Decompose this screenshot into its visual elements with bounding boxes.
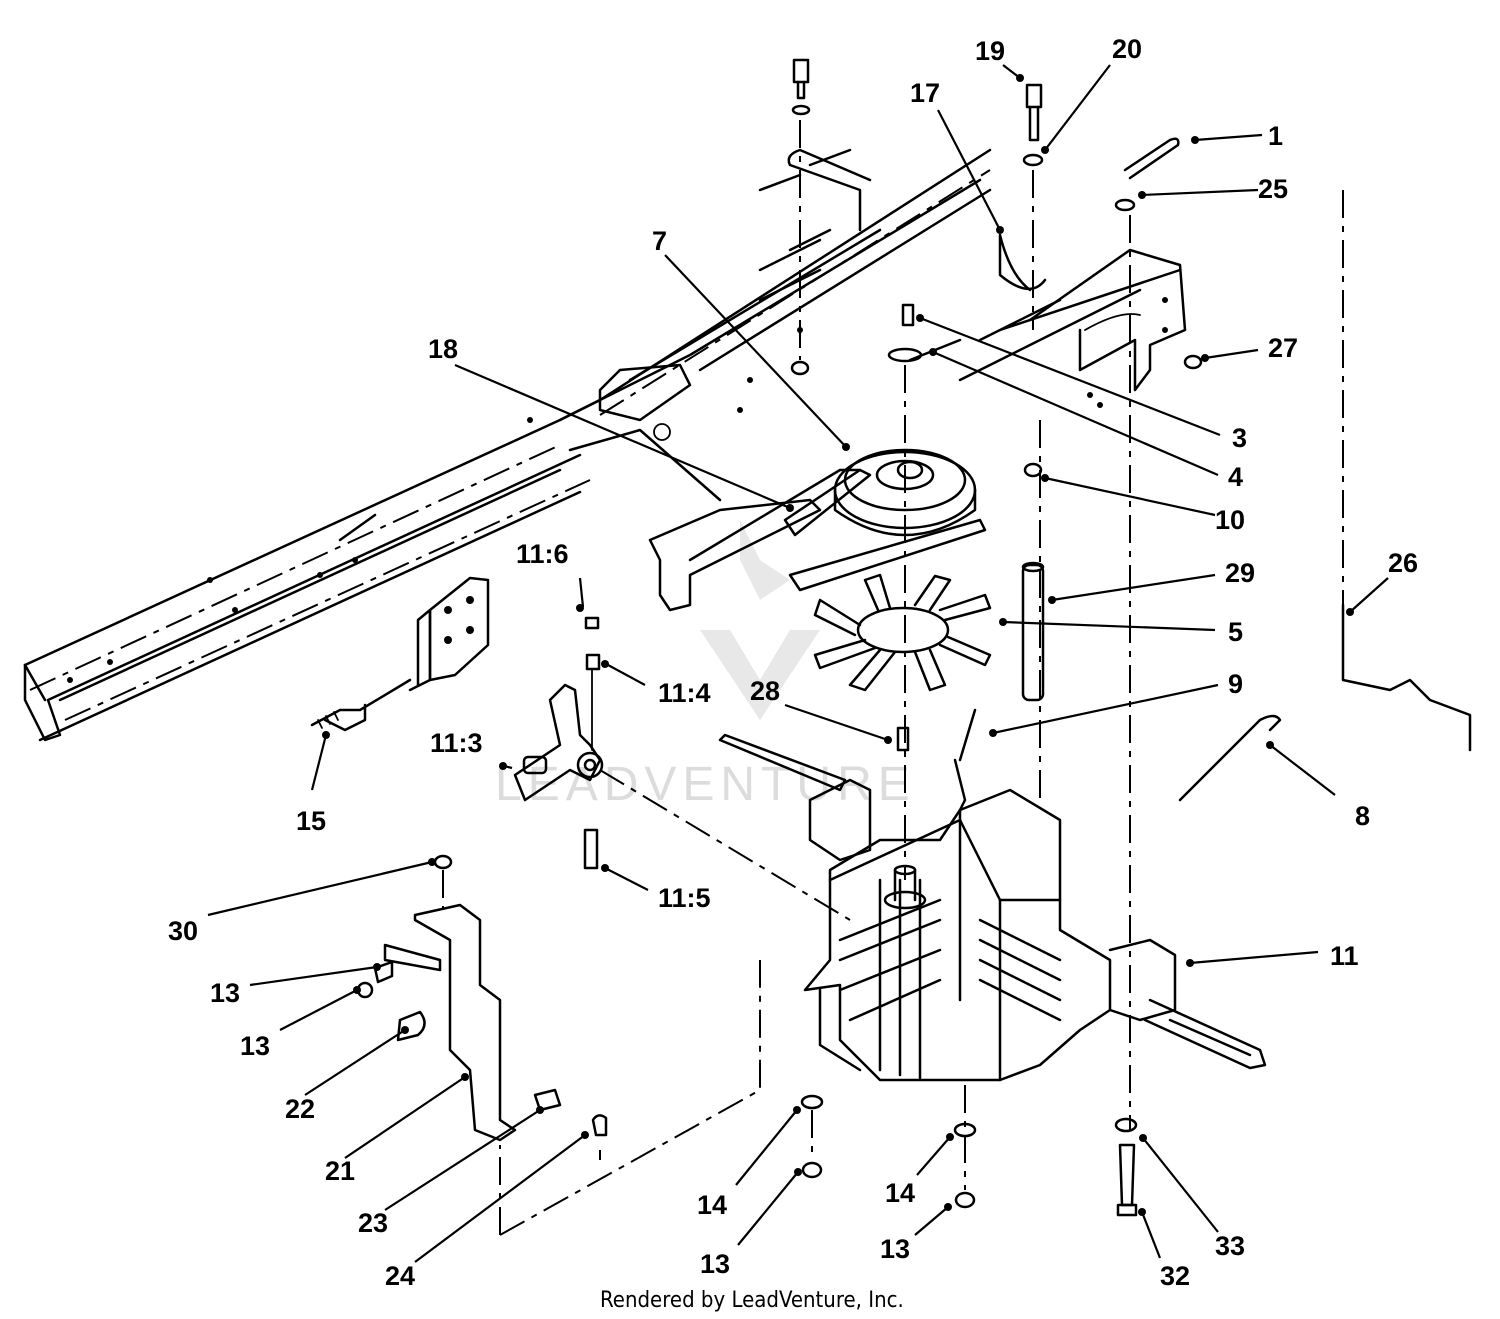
label-32: 32 (1160, 1261, 1190, 1291)
label-20: 20 (1112, 34, 1142, 64)
belt-guide-bar (788, 518, 987, 592)
spring-plate (310, 576, 490, 732)
lever-rod (1178, 190, 1472, 802)
label-7: 7 (652, 226, 667, 256)
label-17: 17 (910, 78, 940, 108)
transaxle (718, 708, 1267, 1082)
label-18: 18 (428, 334, 458, 364)
dowel-pin (896, 726, 910, 752)
label-8: 8 (1355, 801, 1370, 831)
label-3: 3 (1232, 423, 1247, 453)
part-labels: 1 3 4 5 7 8 9 10 11 11:3 11:4 11:5 11:6 … (168, 34, 1418, 1291)
label-15: 15 (296, 806, 326, 836)
label-4: 4 (1228, 462, 1243, 492)
frame-bracket-right (908, 248, 1187, 408)
label-27: 27 (1268, 333, 1298, 363)
label-11: 11 (1330, 941, 1359, 971)
label-21: 21 (325, 1156, 355, 1186)
frame-channel (23, 148, 992, 742)
label-28: 28 (750, 676, 780, 706)
label-11-6: 11:6 (516, 539, 569, 569)
footer-credit: Rendered by LeadVenture, Inc. (600, 1288, 904, 1313)
label-13-a: 13 (210, 978, 240, 1008)
label-11-5: 11:5 (658, 883, 711, 913)
cooling-fan (813, 573, 992, 692)
label-11-4: 11:4 (658, 678, 711, 708)
label-30: 30 (168, 916, 198, 946)
label-33: 33 (1215, 1231, 1245, 1261)
label-13-b: 13 (240, 1031, 270, 1061)
hardware-top (787, 58, 1203, 1130)
label-13-c: 13 (700, 1249, 730, 1279)
label-23: 23 (358, 1208, 388, 1238)
label-29: 29 (1225, 558, 1255, 588)
leader-lines (207, 64, 1389, 1263)
label-5: 5 (1228, 617, 1243, 647)
control-bracket (513, 616, 851, 921)
label-11-3: 11:3 (430, 728, 483, 758)
hardware-bottom (800, 1085, 1138, 1217)
label-22: 22 (285, 1094, 315, 1124)
belt-guide (783, 468, 872, 537)
label-26: 26 (1388, 548, 1418, 578)
label-10: 10 (1215, 505, 1245, 535)
label-14-b: 14 (885, 1178, 915, 1208)
watermark-v-icon (700, 630, 820, 720)
rod (1021, 561, 1045, 702)
label-9: 9 (1228, 669, 1243, 699)
label-1: 1 (1268, 121, 1283, 151)
watermark-text: LEADVENTURE (495, 758, 916, 811)
label-13-d: 13 (880, 1234, 910, 1264)
label-25: 25 (1258, 174, 1288, 204)
mount-bracket (356, 854, 761, 1236)
label-14-a: 14 (697, 1190, 727, 1220)
label-24: 24 (385, 1261, 415, 1291)
watermark-flame-icon (740, 520, 790, 600)
label-19: 19 (975, 36, 1005, 66)
